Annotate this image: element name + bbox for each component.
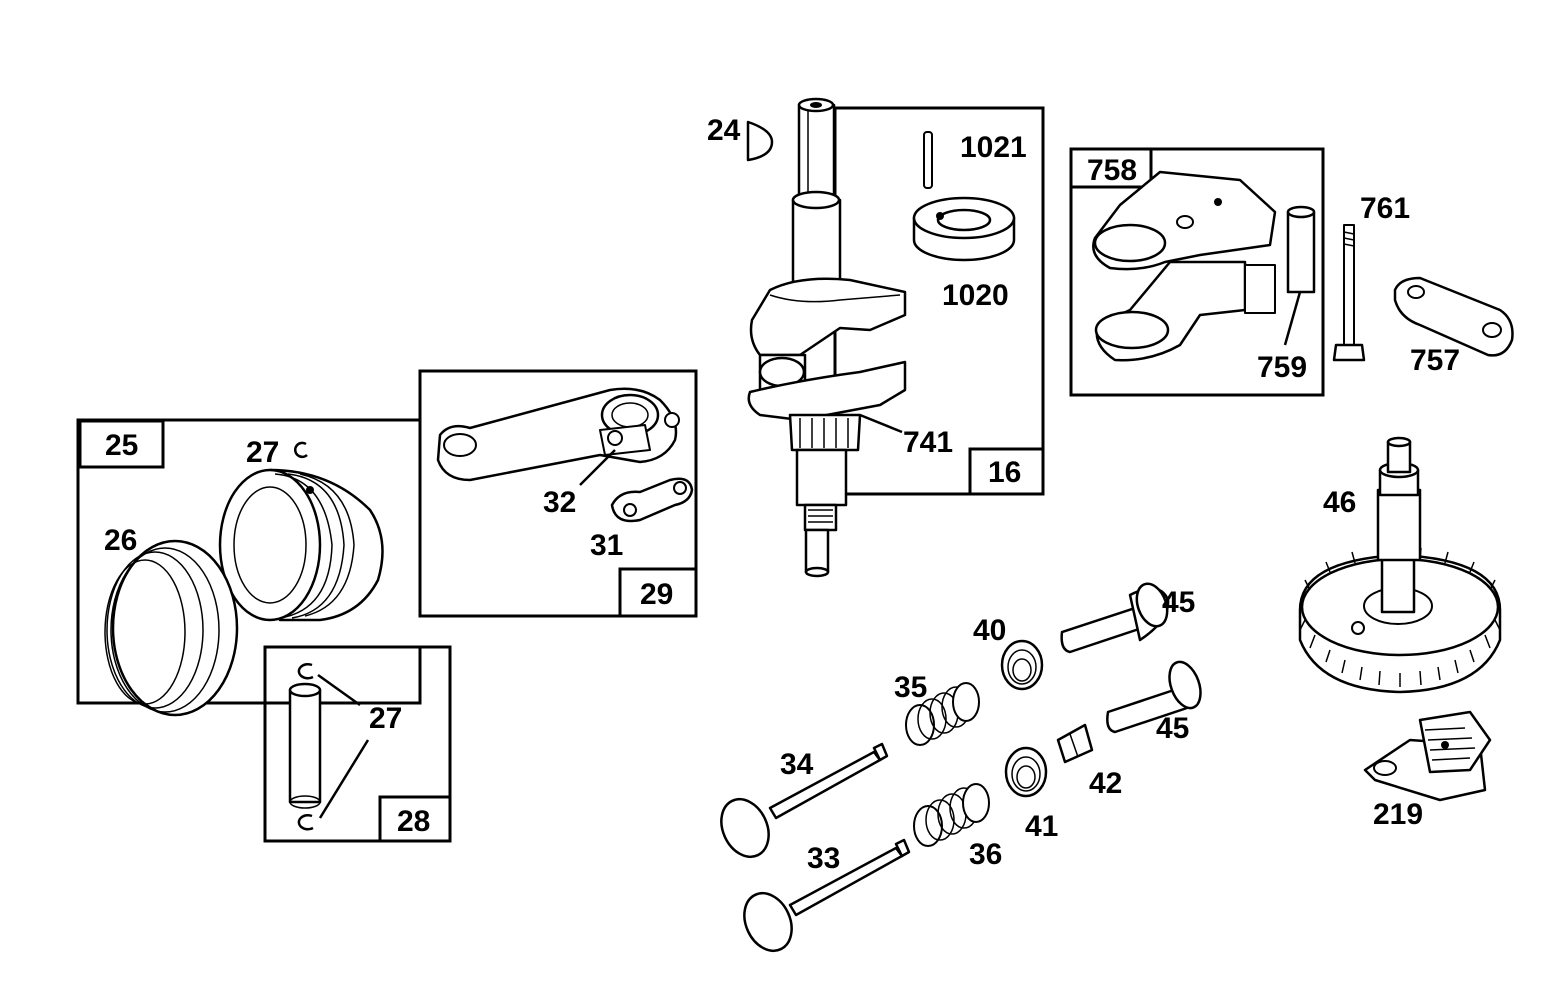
valve-33-part <box>743 838 911 952</box>
label-1021: 1021 <box>960 131 1027 164</box>
tappet-45-upper-part <box>1060 582 1170 654</box>
label-27-bottom: 27 <box>369 702 402 735</box>
crankshaft-part <box>747 97 907 578</box>
valve-34-part <box>720 742 889 858</box>
kit-758-box <box>1069 147 1153 189</box>
wrist-pin-part <box>288 682 322 809</box>
label-758: 758 <box>1087 154 1137 187</box>
label-42: 42 <box>1089 767 1122 800</box>
label-40: 40 <box>973 614 1006 647</box>
label-34: 34 <box>780 748 814 781</box>
leader-759 <box>1283 291 1302 346</box>
conrod-part <box>436 387 680 482</box>
link-757-part <box>1393 276 1514 357</box>
kit-28-box <box>378 795 452 843</box>
label-25: 25 <box>105 429 138 462</box>
kit-29-box <box>618 567 698 618</box>
piston-rings-part <box>104 539 239 717</box>
label-29: 29 <box>640 578 673 611</box>
label-41: 41 <box>1025 810 1058 843</box>
label-45-top: 45 <box>1162 586 1195 619</box>
label-759: 759 <box>1257 351 1307 384</box>
label-219: 219 <box>1373 798 1423 831</box>
label-33: 33 <box>807 842 840 875</box>
label-761: 761 <box>1360 192 1410 225</box>
kit-758-frame <box>1069 147 1325 397</box>
label-24: 24 <box>707 114 741 147</box>
key-24-part <box>746 120 774 162</box>
retainer-41-part <box>1004 746 1048 798</box>
piston-kit-frame <box>76 418 422 705</box>
label-46: 46 <box>1323 486 1356 519</box>
conrod-kit-group: 29 32 31 <box>418 369 698 618</box>
retainer-40-part <box>1000 639 1044 691</box>
governor-219-part <box>1363 710 1492 802</box>
label-31: 31 <box>590 529 623 562</box>
camshaft-part <box>1298 436 1502 694</box>
kit-758-group: 758 759 <box>1069 147 1325 397</box>
label-26: 26 <box>104 524 137 557</box>
label-28: 28 <box>397 805 430 838</box>
dipper-31-part <box>610 477 694 523</box>
bolt-761-part <box>1332 224 1366 362</box>
label-16: 16 <box>988 456 1021 489</box>
clip-27-lower-part <box>297 813 314 831</box>
piston-kit-group: 25 26 27 <box>76 418 422 717</box>
washer-1020-part <box>912 196 1016 262</box>
clip-27-upper-part <box>297 662 314 680</box>
pin-1021-part <box>923 131 933 189</box>
crankshaft-kit-group: 16 <box>707 97 1045 578</box>
tappet-45-lower-part <box>1106 660 1202 734</box>
label-36: 36 <box>969 838 1002 871</box>
label-757: 757 <box>1410 344 1460 377</box>
label-32: 32 <box>543 486 576 519</box>
leader-27-a <box>317 673 361 707</box>
wristpin-kit-frame <box>263 645 452 843</box>
conrod-kit-frame <box>418 369 698 618</box>
collets-42-part <box>1056 723 1094 764</box>
leader-741 <box>859 413 903 434</box>
leader-27-b <box>318 739 370 819</box>
piston-part <box>218 468 384 622</box>
label-27-top: 27 <box>246 436 279 469</box>
spring-36-part <box>913 783 990 847</box>
label-1020: 1020 <box>942 279 1009 312</box>
pin-759-part <box>1286 205 1316 294</box>
label-741: 741 <box>903 426 953 459</box>
kit-16-box <box>968 447 1045 496</box>
leader-32 <box>579 449 616 486</box>
spring-35-part <box>905 682 980 746</box>
wristpin-kit-group: 28 27 <box>263 645 452 843</box>
label-35: 35 <box>894 671 927 704</box>
clip-27-top-part <box>293 441 308 459</box>
lever-758-part <box>1092 170 1277 362</box>
label-45-bottom: 45 <box>1156 712 1189 745</box>
kit-25-box <box>78 419 165 469</box>
